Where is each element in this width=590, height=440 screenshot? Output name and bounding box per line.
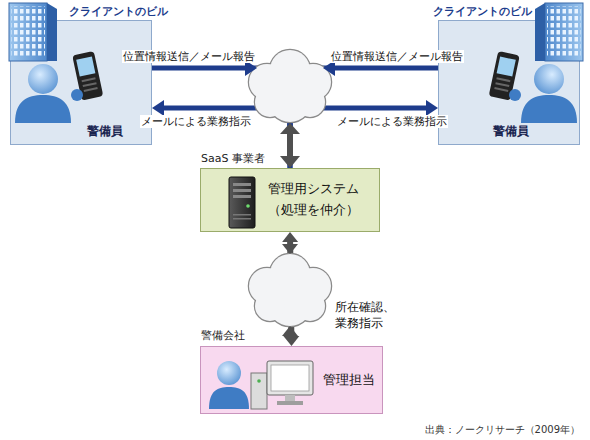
building-icon <box>9 3 57 61</box>
guard-illustration <box>1 1 161 151</box>
box-heading: SaaS 事業者 <box>201 152 265 165</box>
guard-label: 警備員 <box>493 124 529 138</box>
building-label: クライアントのビル <box>433 5 532 18</box>
person-icon <box>209 361 249 409</box>
arrowhead <box>282 232 298 242</box>
edge-label: 位置情報送信／メール報告 <box>330 50 464 63</box>
arrowhead <box>152 100 164 116</box>
person-icon <box>521 64 577 123</box>
edge-label: メールによる業務指示 <box>140 115 252 128</box>
building-label: クライアントのビル <box>69 5 168 18</box>
lower-cloud <box>249 254 331 326</box>
person-icon <box>15 64 71 123</box>
caption: 出典：ノークリサーチ（2009年） <box>425 424 580 436</box>
diagram-box: 警備会社管理担当 <box>200 346 383 414</box>
building-icon <box>535 3 583 61</box>
server-icon <box>223 176 263 230</box>
diagram-box: クライアントのビル警備員 <box>10 20 152 145</box>
edge-label: 所在確認、業務指示 <box>334 300 397 331</box>
computer-icon <box>251 361 313 409</box>
diagram-box: クライアントのビル警備員 <box>438 20 580 145</box>
box-text: 管理担当 <box>323 372 375 388</box>
hand-icon <box>71 89 83 101</box>
operator-illustration <box>201 347 321 415</box>
upper-cloud <box>249 50 331 122</box>
box-text: 管理用システム （処理を仲介） <box>261 179 365 221</box>
guard-label: 警備員 <box>87 124 123 138</box>
edge-label: メールによる業務指示 <box>336 115 448 128</box>
cloud-server-double-arrow <box>280 123 300 168</box>
box-heading: 警備会社 <box>201 329 245 342</box>
arrowhead <box>283 336 299 346</box>
diagram-box: SaaS 事業者管理用システム （処理を仲介） <box>200 168 380 232</box>
edge-label: 位置情報送信／メール報告 <box>122 50 256 63</box>
hand-icon <box>509 89 521 101</box>
arrowhead <box>426 100 438 116</box>
